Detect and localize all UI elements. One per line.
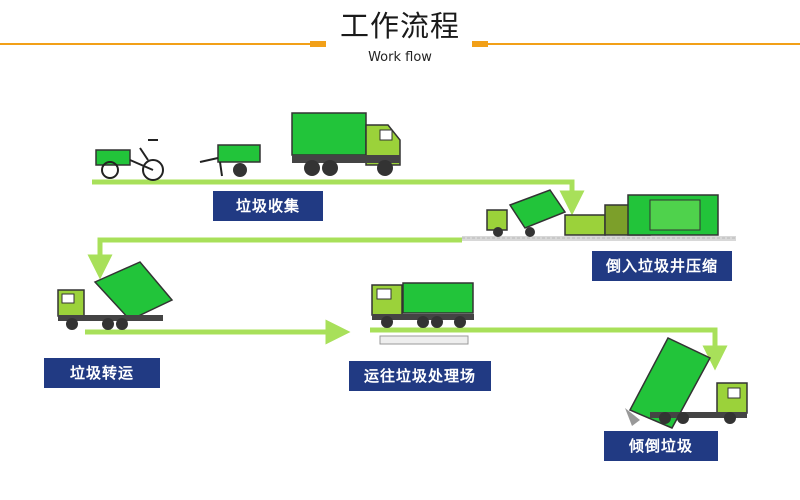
- tricycle-icon: [95, 139, 164, 181]
- page-title: 工作流程: [339, 9, 460, 43]
- tipping-truck-icon: [486, 189, 567, 237]
- collection-truck-icon: [291, 112, 401, 176]
- dumping-truck-icon: [625, 337, 748, 429]
- header-accent-right: [472, 41, 488, 47]
- hand-cart-icon: [199, 144, 261, 177]
- flow-line-collect: [92, 179, 585, 216]
- flow-line-dump: [370, 327, 728, 371]
- header-accent-left: [310, 41, 326, 47]
- header-rule-left: [0, 43, 310, 45]
- haul-truck-icon: [371, 282, 474, 345]
- ground-strip: [462, 236, 736, 241]
- transfer-truck-icon: [57, 261, 174, 330]
- stage-label-collect: 垃圾收集: [213, 191, 323, 221]
- stage-label-haul: 运往垃圾处理场: [349, 361, 491, 391]
- stage-label-dump: 倾倒垃圾: [604, 431, 718, 461]
- stage-label-compress: 倒入垃圾井压缩: [592, 251, 732, 281]
- flow-line-compress: [87, 237, 462, 280]
- header-rule-right: [488, 43, 800, 45]
- compactor-icon: [564, 194, 719, 236]
- page-subtitle: Work flow: [368, 50, 432, 65]
- stage-label-transfer: 垃圾转运: [44, 358, 160, 388]
- flow-lines: [85, 179, 728, 371]
